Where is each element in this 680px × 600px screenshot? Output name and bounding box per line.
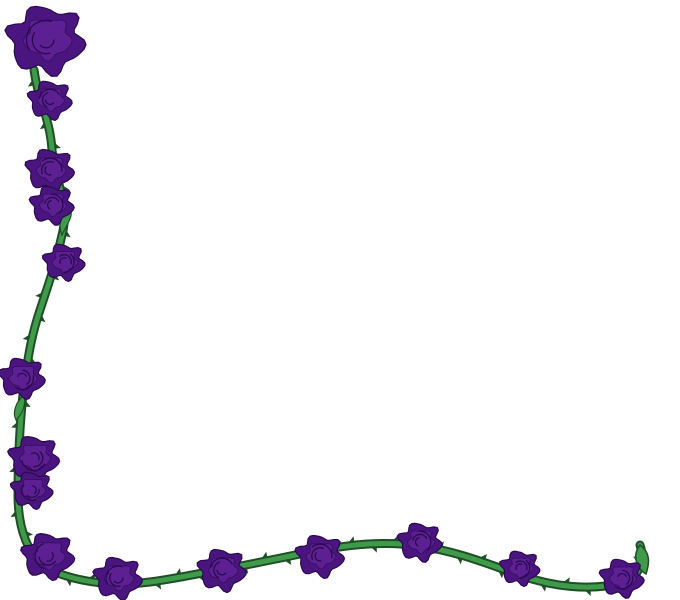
rose-petal-swirl (314, 552, 322, 562)
thorn (39, 314, 46, 323)
rose-flower (28, 185, 75, 226)
rose-petal-swirl (105, 565, 123, 585)
rose-petal-swirl (51, 193, 64, 214)
rose-petal-swirl (515, 560, 528, 571)
rose-petal-swirl (46, 200, 52, 210)
rose-middle-petals (508, 557, 534, 579)
rose-flower (4, 5, 87, 77)
rose-petal-swirl (209, 557, 233, 569)
rose-petal-swirl (41, 157, 63, 173)
rose-flower (92, 556, 144, 600)
thorn (64, 230, 71, 238)
rose-petal-swirl (113, 577, 124, 584)
rose-petal-swirl (41, 92, 49, 108)
rose-petal-swirl (14, 375, 35, 391)
rose-flower (396, 522, 443, 563)
rose-petal-swirl (311, 543, 333, 559)
thorn (498, 570, 504, 579)
rose-middle-petals (32, 542, 66, 571)
rose-petal-swirl (44, 99, 55, 106)
rose-petal-swirl (38, 556, 57, 566)
rose-petal-swirl (213, 561, 221, 579)
rose-flower (294, 534, 346, 580)
thorn (25, 530, 34, 537)
rose-petal-swirl (32, 485, 37, 495)
rose-petal-swirl (622, 569, 631, 585)
leaf (13, 393, 26, 422)
thorn (154, 583, 162, 590)
thorn (35, 292, 43, 298)
rose-petal-swirl (44, 196, 60, 204)
rose-petal-swirl (26, 488, 40, 498)
rose-petal-swirl (59, 254, 72, 265)
thorn (563, 577, 570, 584)
rose-flower (598, 558, 645, 599)
rose-flower (26, 80, 73, 122)
thorn (65, 579, 72, 587)
rose-flower (7, 435, 61, 482)
rose-petal-swirl (515, 563, 523, 570)
rose-flower (499, 550, 541, 588)
rose-petal-swirl (311, 547, 324, 561)
rose-middle-petals (103, 565, 135, 592)
thorn (540, 584, 547, 592)
rose-petal-swirl (44, 166, 52, 176)
thorn (175, 568, 181, 576)
rose-petal-swirl (22, 369, 31, 385)
rose-petal-swirl (46, 552, 54, 562)
thorn (54, 142, 61, 149)
rose-petal-swirl (614, 575, 634, 590)
thorn (22, 334, 30, 341)
rose-petal-swirl (412, 533, 428, 541)
rose-middle-petals (19, 478, 47, 502)
rose-petal-swirl (414, 537, 420, 547)
thorn (284, 559, 292, 565)
rose-petal-swirl (30, 452, 40, 461)
rose-middle-petals (19, 444, 52, 473)
thorn (584, 590, 591, 597)
rose-petal-swirl (31, 32, 51, 55)
thorn (27, 79, 34, 87)
thorn (10, 510, 17, 518)
rose-flower (20, 532, 76, 582)
rose-flower (0, 357, 46, 401)
rose-petal-swirl (25, 19, 53, 51)
thorn (456, 557, 463, 565)
rose-petal-swirl (59, 257, 67, 265)
rose-flower (41, 243, 86, 283)
rose-flower (196, 548, 247, 594)
thorn (261, 551, 268, 559)
thorn (370, 546, 377, 553)
rose-petal-swirl (21, 484, 37, 501)
thorn (24, 400, 31, 407)
thorn (11, 421, 18, 428)
rose-flower (24, 148, 76, 194)
roses (0, 5, 645, 600)
rose-middle-petals (8, 365, 38, 391)
rose-petal-swirl (38, 88, 60, 99)
rose-petal-swirl (419, 530, 432, 551)
rose-flower (9, 471, 54, 511)
rose-petal-swirl (17, 372, 27, 378)
rose-middle-petals (23, 19, 73, 62)
rose-petal-swirl (519, 559, 531, 579)
rose-petal-swirl (216, 569, 227, 576)
rose-petal-swirl (21, 460, 46, 472)
rose-petal-swirl (39, 39, 55, 49)
thorn (479, 554, 488, 560)
rose-petal-swirl (41, 161, 54, 175)
thorn (39, 122, 46, 130)
rose-petal-swirl (63, 253, 75, 273)
rose-middle-petals (609, 566, 637, 591)
rose-petal-swirl (109, 572, 121, 587)
rose-petal-swirl (617, 573, 627, 578)
rose-petal-swirl (32, 451, 44, 468)
rose-petal-swirl (34, 543, 45, 569)
thorn (348, 536, 355, 543)
rose-middle-petals (51, 250, 79, 274)
